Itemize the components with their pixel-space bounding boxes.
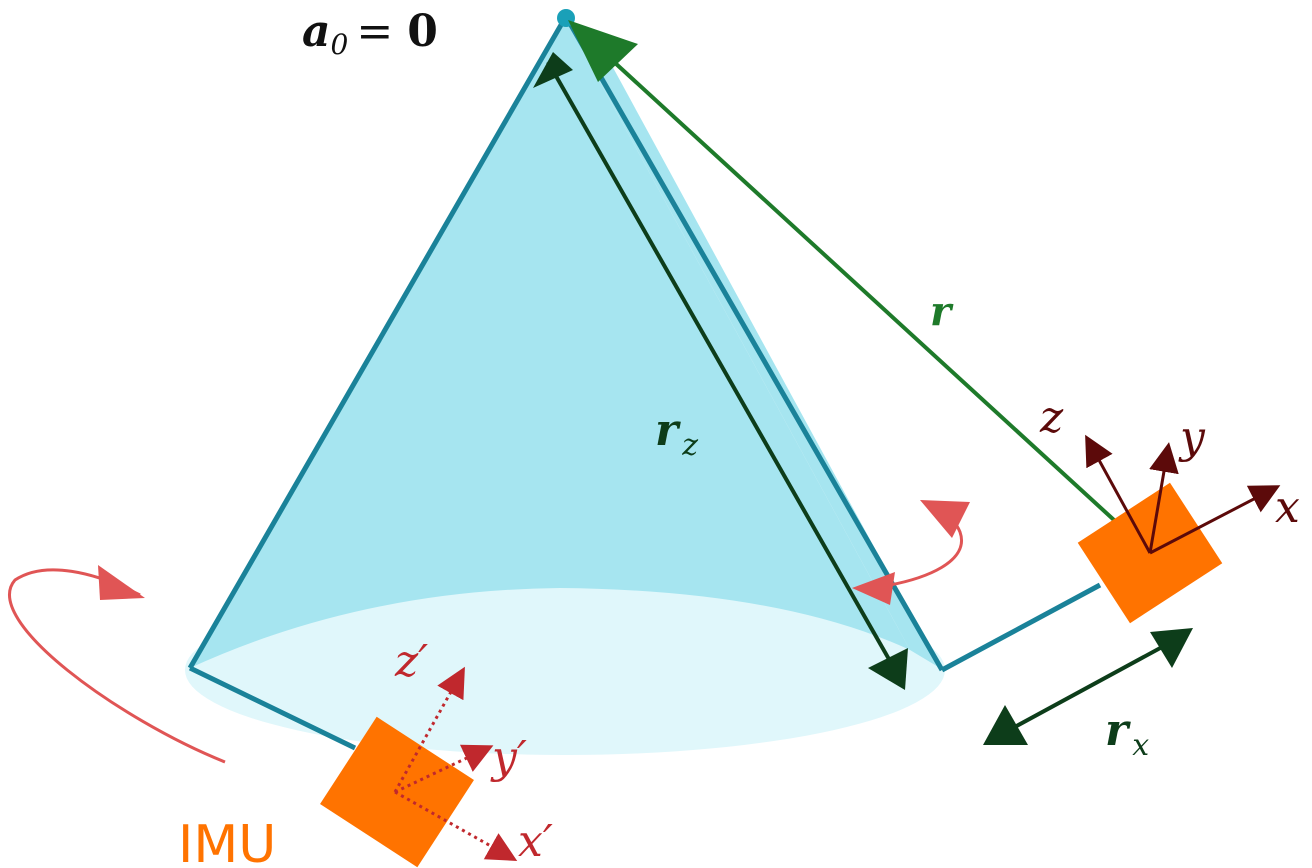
axis-y-label: y [1178,412,1206,463]
axis-x-prime-label: x′ [518,816,553,867]
origin-label: a0= 0 [302,6,438,61]
axis-z-arrow [1085,434,1152,554]
left-imu-axes [393,666,518,861]
axis-x-label: x [1275,482,1300,533]
r-arrowhead [568,20,638,82]
right-arm [940,582,1102,673]
rotation-arrowhead-right-bottom [852,572,895,605]
rz-vector [546,61,900,676]
rx-arrowhead-left [983,705,1028,745]
r-vector [588,38,1152,555]
left-arm [188,665,357,751]
cone-base-ellipse [185,585,945,755]
axis-z-prime-label: z′ [394,636,428,687]
r-label: r [930,288,954,335]
axis-z-label: z [1039,392,1064,443]
axis-x-prime-arrow [394,790,518,861]
rotation-arrowhead-left [98,565,145,600]
rz-arrowhead-top [533,52,573,88]
rx-vector [999,638,1176,737]
cone-right-edge [565,18,945,672]
axis-y-prime-arrow [394,744,494,794]
rotation-arrowhead-right-top [920,500,970,538]
rotation-arrow-left [8,568,226,764]
cone-left-edge [187,16,568,670]
cone-body [190,18,910,668]
axis-y-arrow [1148,442,1179,554]
rz-arrowhead-bottom [868,648,908,690]
axis-z-prime-arrow [393,666,465,793]
axis-y-prime-label: y′ [490,732,527,783]
rx-arrowhead-right [1150,628,1193,668]
imu-label: IMU [178,815,276,868]
axis-x-arrow [1149,485,1281,555]
right-imu-axes [1085,434,1281,555]
